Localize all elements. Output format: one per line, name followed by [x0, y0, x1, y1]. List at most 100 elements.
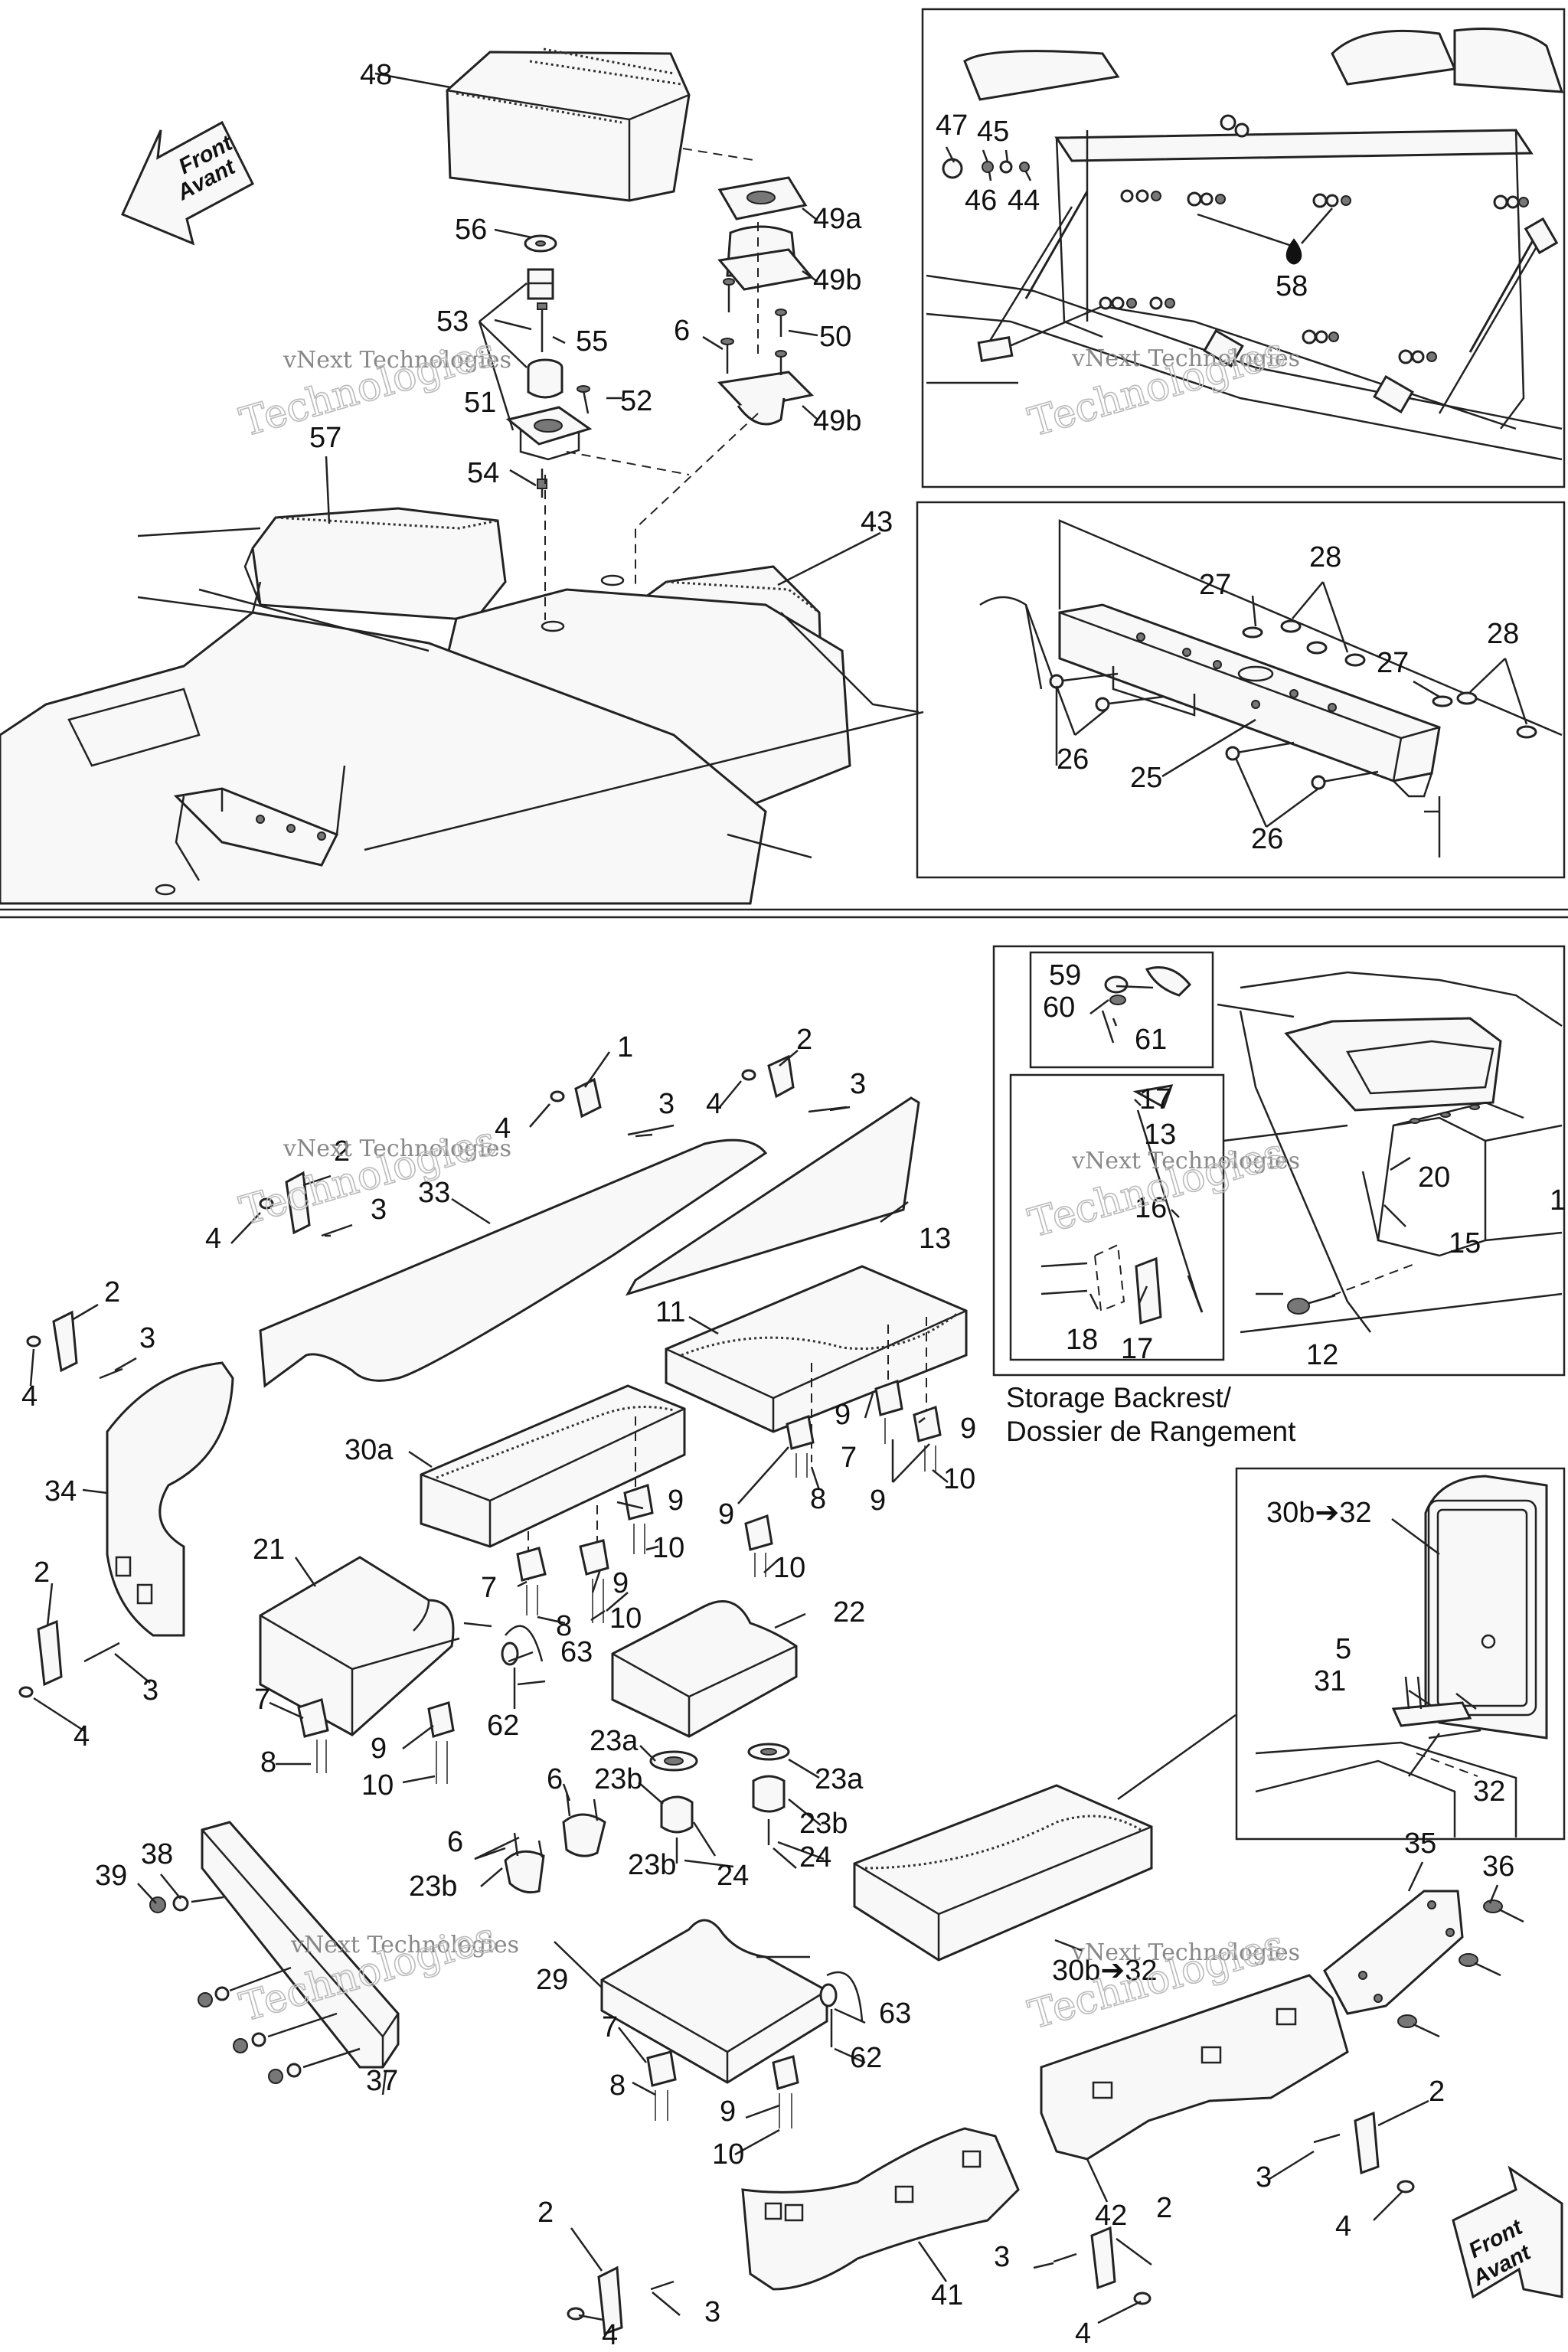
callout-44: 44	[1008, 185, 1040, 217]
callout-9-b: 9	[960, 1413, 976, 1445]
callout-2-g: 2	[537, 2197, 554, 2229]
part-33-side-panel	[259, 1138, 768, 1388]
callout-28-a: 28	[1309, 541, 1341, 573]
callout-3-d: 3	[139, 1322, 155, 1354]
part-2-clip-2	[741, 1054, 848, 1113]
part-58-adhesive-drop-icon	[1285, 238, 1302, 265]
part-41-side-bolster	[741, 2127, 1020, 2291]
guide-12	[1331, 1263, 1417, 1296]
callout-10-b: 10	[773, 1552, 805, 1584]
part-16-17-gas-spring	[1040, 1084, 1204, 1325]
callout-26-a: 26	[1057, 743, 1089, 776]
part-49b-lower	[717, 371, 815, 426]
callout-2-d: 2	[34, 1557, 50, 1589]
callout-61: 61	[1135, 1024, 1167, 1056]
callout-58: 58	[1276, 270, 1308, 302]
callout-54: 54	[467, 457, 499, 489]
callout-11: 11	[655, 1296, 685, 1328]
callout-6-top: 6	[674, 315, 690, 347]
guide-line-3	[635, 413, 759, 590]
callout-9-f: 9	[612, 1567, 629, 1599]
watermark-6-line1: vNext Technologies	[1071, 1939, 1300, 1966]
part-screws-49b	[723, 278, 735, 312]
watermark-4-line1: vNext Technologies	[1071, 1148, 1300, 1174]
callout-9-c: 9	[870, 1485, 886, 1517]
callout-30b32-inset: 30b➔32	[1266, 1497, 1372, 1529]
inset-bracket-drawing	[979, 519, 1563, 858]
callout-24-b: 24	[799, 1841, 831, 1873]
callout-3-f: 3	[1256, 2161, 1272, 2194]
callout-18: 18	[1066, 1324, 1098, 1356]
callout-7-d: 7	[602, 2011, 618, 2043]
callout-42: 42	[1095, 2200, 1127, 2232]
part-50-screw	[775, 309, 787, 375]
callout-50: 50	[819, 321, 851, 353]
inset-engine-cover-box	[921, 8, 1566, 488]
callout-28-b: 28	[1487, 618, 1519, 650]
part-13-narrow-panel	[625, 1096, 920, 1296]
callout-23b-a: 23b	[594, 1763, 642, 1795]
callout-36: 36	[1482, 1851, 1514, 1883]
callout-57: 57	[309, 422, 341, 454]
part-21-seat	[259, 1556, 460, 1736]
callout-3-c: 3	[371, 1194, 387, 1226]
callout-4-f: 4	[1335, 2210, 1351, 2243]
callout-60: 60	[1043, 991, 1075, 1024]
part-54-screw	[537, 469, 547, 498]
part-36-screws	[1397, 1900, 1524, 2038]
callout-46: 46	[965, 185, 997, 217]
callout-55: 55	[576, 325, 608, 358]
callout-9-a: 9	[835, 1399, 851, 1431]
callout-39: 39	[95, 1860, 127, 1892]
callout-9-h: 9	[720, 2096, 736, 2128]
part-22-seat	[611, 1600, 798, 1738]
inset-storage-compartment-drawing	[1239, 971, 1563, 1334]
part-35-plate	[1323, 1890, 1464, 2015]
callout-41: 41	[931, 2279, 963, 2311]
leader-latch-inset	[1217, 1003, 1295, 1018]
callout-2-f: 2	[1156, 2192, 1172, 2224]
callout-10-f: 10	[712, 2138, 744, 2171]
callout-10-e: 10	[361, 1769, 394, 1802]
callout-48: 48	[360, 59, 392, 91]
callout-15: 15	[1449, 1227, 1481, 1259]
callout-10-c: 10	[652, 1532, 684, 1564]
callout-8-a: 8	[810, 1483, 826, 1515]
callout-62-a: 62	[487, 1710, 519, 1742]
part-59-60-61-latch	[1101, 966, 1192, 1044]
callout-32: 32	[1473, 1775, 1505, 1808]
watermark-5-line1: vNext Technologies	[290, 1932, 519, 1958]
part-8-10-screws	[316, 1418, 936, 2128]
inset-seat-bracket-box	[916, 501, 1566, 879]
callout-5: 5	[1335, 1633, 1351, 1665]
callout-9-e: 9	[668, 1485, 684, 1517]
callout-2-a: 2	[796, 1024, 812, 1056]
callout-24-a: 24	[717, 1860, 749, 1892]
callout-63-a: 63	[560, 1636, 593, 1668]
callout-2-e: 2	[1429, 2076, 1445, 2108]
part-2-clip-4	[26, 1310, 123, 1380]
callout-4-a: 4	[495, 1112, 511, 1145]
callout-43: 43	[861, 506, 893, 538]
part-38-39-fasteners	[149, 1895, 361, 2084]
callout-23b-b: 23b	[799, 1808, 848, 1840]
callout-16: 16	[1135, 1192, 1167, 1224]
part-55-screw	[537, 302, 547, 352]
callout-1: 1	[617, 1031, 633, 1063]
callout-30b32-bottom: 30b➔32	[1052, 1955, 1158, 1987]
deck-hull	[0, 527, 920, 905]
part-2-clip-8	[1313, 2111, 1415, 2194]
callout-8-d: 8	[609, 2069, 626, 2102]
arrow-63-to-21	[463, 1622, 492, 1628]
part-30b-cushion	[853, 1784, 1153, 1962]
guide-line-5	[566, 451, 690, 475]
inset-gas-spring-box	[1009, 1073, 1225, 1361]
callout-49b-upper: 49b	[813, 264, 861, 296]
callout-53: 53	[436, 305, 469, 338]
part-49b-upper	[717, 225, 814, 291]
part-7-9-mounts	[297, 1379, 942, 2090]
callout-27-a: 27	[1199, 569, 1231, 601]
callout-7-a: 7	[841, 1442, 857, 1474]
callout-31: 31	[1314, 1665, 1346, 1697]
